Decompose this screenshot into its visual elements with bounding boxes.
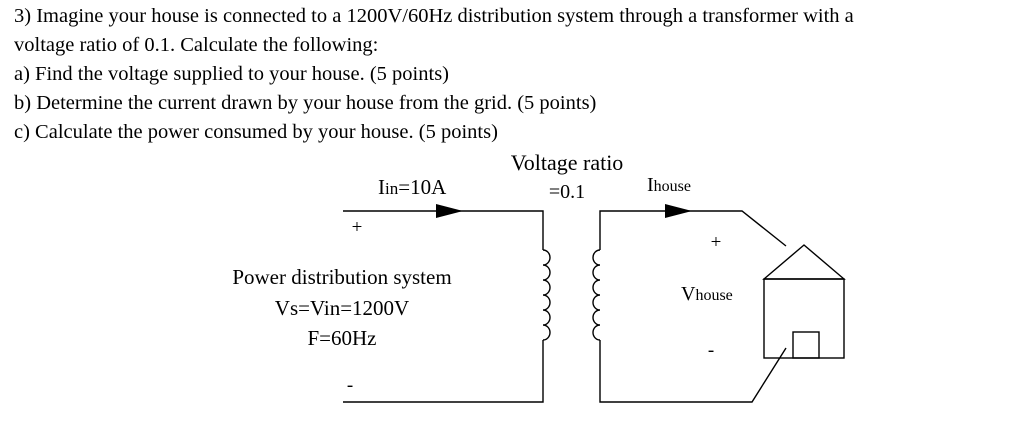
- secondary-circuit: [592, 210, 787, 403]
- secondary-top-wire: [599, 210, 787, 250]
- voltage-ratio-value: =0.1: [549, 181, 585, 203]
- secondary-plus-sign: +: [711, 232, 722, 253]
- question-text: 3) Imagine your house is connected to a …: [14, 2, 1014, 147]
- secondary-minus-sign: -: [708, 340, 714, 361]
- iin-label: Iin=10A: [378, 175, 447, 199]
- ihouse-arrow-icon: [665, 204, 692, 218]
- house-icon: [762, 244, 846, 359]
- voltage-ratio-label: Voltage ratio: [511, 150, 624, 175]
- vhouse-label: Vhouse: [681, 283, 733, 305]
- source-voltage: Vs=Vin=1200V: [275, 296, 409, 320]
- iin-arrow-icon: [436, 204, 463, 218]
- primary-top-wire: [343, 210, 544, 250]
- primary-circuit: [343, 210, 551, 403]
- house-roof: [762, 244, 846, 280]
- primary-bottom-wire: [343, 340, 544, 403]
- secondary-bottom-wire: [599, 340, 787, 403]
- primary-minus-sign: -: [347, 375, 353, 396]
- primary-plus-sign: +: [352, 217, 363, 238]
- question-part-c: c) Calculate the power consumed by your …: [14, 121, 498, 143]
- source-title: Power distribution system: [232, 265, 451, 289]
- source-frequency: F=60Hz: [307, 326, 376, 350]
- question-part-a: a) Find the voltage supplied to your hou…: [14, 63, 449, 85]
- primary-coil: [542, 249, 551, 341]
- ihouse-label: Ihouse: [647, 174, 691, 196]
- question-line-2: voltage ratio of 0.1. Calculate the foll…: [14, 34, 379, 56]
- question-line-1: 3) Imagine your house is connected to a …: [14, 5, 854, 27]
- secondary-coil: [592, 249, 601, 341]
- question-part-b: b) Determine the current drawn by your h…: [14, 92, 597, 114]
- house-body: [763, 278, 845, 359]
- house-door: [792, 331, 820, 359]
